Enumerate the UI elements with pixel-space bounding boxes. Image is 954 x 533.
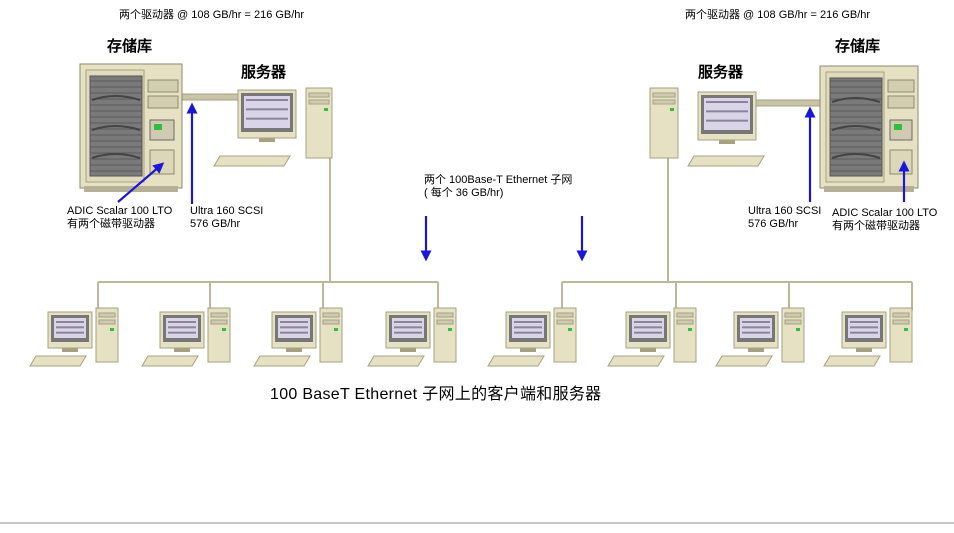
client-workstation-5 — [487, 307, 577, 367]
client-workstation-6 — [607, 307, 697, 367]
left-server-label: 服务器 — [241, 64, 287, 81]
client-workstation-1 — [29, 307, 119, 367]
right-scsi-line2: 576 GB/hr — [748, 217, 799, 230]
right-library-model-line1: ADIC Scalar 100 LTO — [832, 207, 938, 219]
right-server — [649, 87, 765, 167]
left-server — [213, 87, 333, 167]
client-workstation-2 — [141, 307, 231, 367]
left-scsi-line2: 576 GB/hr — [190, 217, 241, 230]
subnet-note-line2: ( 每个 36 GB/hr) — [424, 186, 504, 199]
left-scsi-line1: Ultra 160 SCSI — [190, 205, 264, 217]
client-workstation-7 — [715, 307, 805, 367]
annotation-arrows — [117, 102, 910, 262]
left-drives-note: 两个驱动器 @ 108 GB/hr = 216 GB/hr — [119, 9, 305, 21]
left-scsi-note: Ultra 160 SCSI 576 GB/hr — [190, 205, 263, 230]
right-scsi-line1: Ultra 160 SCSI — [748, 205, 822, 217]
left-library-arrow — [117, 162, 165, 203]
client-workstation-3 — [253, 307, 343, 367]
left-library-model-line2: 有两个磁带驱动器 — [67, 217, 155, 230]
left-library-model: ADIC Scalar 100 LTO 有两个磁带驱动器 — [67, 205, 172, 230]
left-library-model-line1: ADIC Scalar 100 LTO — [67, 205, 173, 217]
right-library-label: 存储库 — [835, 38, 881, 55]
diagram-caption: 100 BaseT Ethernet 子网上的客户端和服务器 — [270, 386, 602, 403]
subnet-note: 两个 100Base-T Ethernet 子网 ( 每个 36 GB/hr) — [424, 174, 572, 199]
right-scsi-note: Ultra 160 SCSI 576 GB/hr — [748, 205, 821, 230]
right-drives-note: 两个驱动器 @ 108 GB/hr = 216 GB/hr — [685, 9, 871, 21]
machines-layer — [29, 87, 913, 367]
left-library-label: 存储库 — [107, 38, 153, 55]
client-workstation-8 — [823, 307, 913, 367]
right-library-model-line2: 有两个磁带驱动器 — [832, 219, 920, 232]
left-tape-library — [79, 63, 183, 192]
right-server-label: 服务器 — [698, 64, 744, 81]
subnet-note-line1: 两个 100Base-T Ethernet 子网 — [424, 174, 573, 186]
bottom-divider — [0, 522, 954, 524]
right-library-model: ADIC Scalar 100 LTO 有两个磁带驱动器 — [832, 207, 937, 232]
network-cables — [97, 158, 913, 310]
client-workstation-4 — [367, 307, 457, 367]
